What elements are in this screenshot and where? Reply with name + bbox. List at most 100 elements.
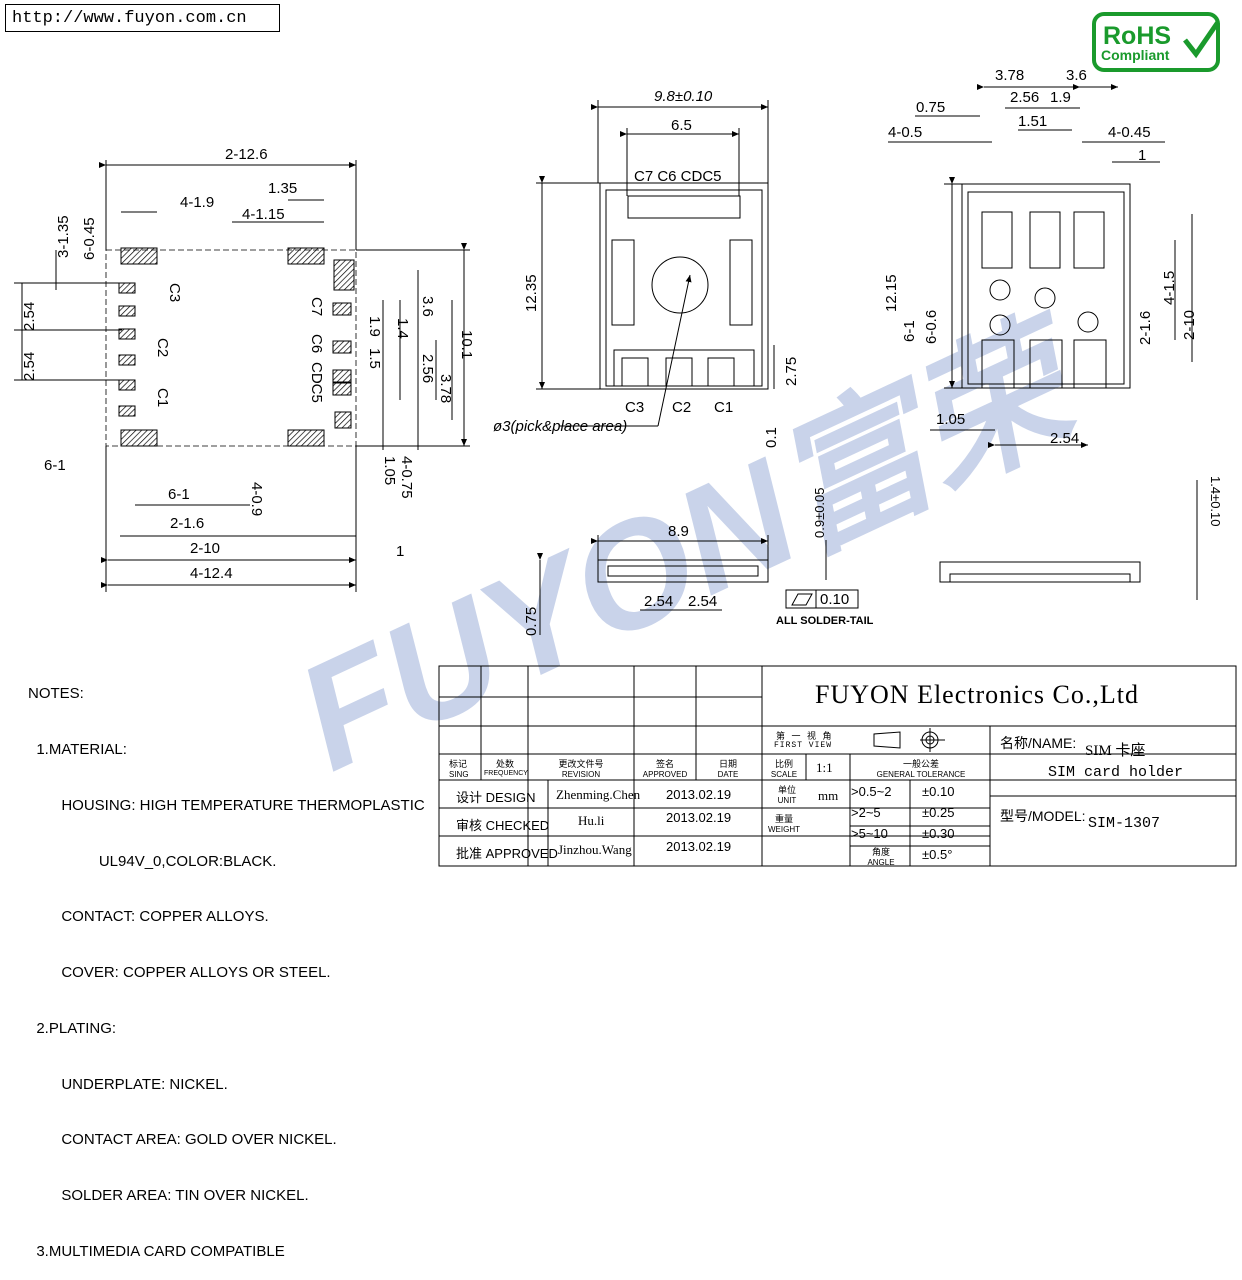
svg-text:1.05: 1.05 (936, 411, 965, 428)
svg-text:3.6: 3.6 (1066, 67, 1087, 84)
svg-text:2-1.6: 2-1.6 (170, 515, 204, 532)
svg-text:Compliant: Compliant (1101, 47, 1170, 63)
svg-text:4-1.9: 4-1.9 (180, 194, 214, 211)
note-line: 2.PLATING: (28, 1019, 117, 1037)
svg-text:4-0.9: 4-0.9 (248, 482, 265, 516)
note-line: UNDERPLATE: NICKEL. (28, 1075, 228, 1093)
note-line: CONTACT AREA: GOLD OVER NICKEL. (28, 1131, 337, 1149)
svg-text:1.4: 1.4 (394, 318, 411, 339)
svg-text:1.5: 1.5 (366, 348, 383, 369)
checked-name: Hu.li (578, 813, 605, 828)
svg-text:9.8±0.10: 9.8±0.10 (654, 88, 713, 105)
svg-text:4-0.75: 4-0.75 (398, 456, 415, 499)
svg-text:C1: C1 (154, 388, 171, 407)
svg-text:1.9: 1.9 (1050, 89, 1071, 106)
svg-text:3.78: 3.78 (437, 374, 454, 403)
svg-text:6-1: 6-1 (44, 457, 66, 474)
tol-range-1: >0.5~2 (851, 784, 892, 799)
footprint-view (14, 160, 470, 592)
svg-text:4-0.5: 4-0.5 (888, 124, 922, 141)
design-date: 2013.02.19 (666, 787, 732, 802)
svg-text:2.54: 2.54 (21, 302, 38, 331)
note-line: HOUSING: HIGH TEMPERATURE THERMOPLASTIC (28, 796, 425, 814)
svg-text:0.9±0.05: 0.9±0.05 (812, 487, 827, 538)
note-line: COVER: COPPER ALLOYS OR STEEL. (28, 964, 331, 982)
svg-text:2-1.6: 2-1.6 (1137, 311, 1154, 345)
svg-text:2.54: 2.54 (21, 352, 38, 381)
svg-text:2.56: 2.56 (419, 354, 436, 383)
svg-text:RoHS: RoHS (1103, 22, 1171, 50)
approved-name: Jinzhou.Wang (558, 842, 632, 857)
svg-text:6-0.6: 6-0.6 (923, 310, 940, 344)
top-view-labels: 9.8±0.10 6.5 C7 C6 CDC5 12.35 2.75 0.1 C… (493, 88, 874, 636)
drawing-canvas: FUYON富荣 RoHS Compliant (14, 12, 1237, 867)
bottom-view (888, 84, 1198, 600)
svg-text:2-10: 2-10 (1181, 310, 1198, 340)
tol-value-3: ±0.30 (922, 826, 955, 841)
svg-text:2.56: 2.56 (1010, 89, 1039, 106)
svg-text:4-1.15: 4-1.15 (242, 206, 285, 223)
svg-text:CDC5: CDC5 (308, 362, 325, 403)
name-en: SIM card holder (1048, 764, 1184, 781)
company-name: FUYON Electronics Co.,Ltd (815, 680, 1139, 709)
tol-range-3: >5~10 (851, 826, 888, 841)
tol-range-2: >2~5 (851, 805, 881, 820)
note-line: UL94V_0,COLOR:BLACK. (28, 852, 277, 870)
svg-text:0.10: 0.10 (820, 591, 849, 608)
svg-text:2.54: 2.54 (644, 593, 673, 610)
top-view (536, 100, 859, 635)
svg-text:6-0.45: 6-0.45 (81, 217, 98, 260)
svg-text:8.9: 8.9 (668, 523, 689, 540)
note-line: 3.MULTIMEDIA CARD COMPATIBLE (28, 1243, 285, 1260)
tol-value-1: ±0.10 (922, 784, 955, 799)
unit-value: mm (818, 788, 839, 803)
title-block-frame (438, 665, 1237, 867)
svg-text:3.6: 3.6 (419, 296, 436, 317)
notes-title: NOTES: (28, 685, 84, 703)
svg-text:6-1: 6-1 (901, 320, 918, 342)
svg-text:4-12.4: 4-12.4 (190, 565, 233, 582)
approved-label: 批准 APPROVED (456, 846, 558, 861)
svg-text:12.15: 12.15 (883, 274, 900, 312)
footprint-labels: 2-12.6 4-1.9 1.35 4-1.15 6-0.45 3-1.35 2… (21, 146, 475, 582)
svg-text:0.1: 0.1 (763, 427, 780, 448)
svg-text:3-1.35: 3-1.35 (55, 215, 72, 258)
svg-text:2.54: 2.54 (688, 593, 717, 610)
svg-text:C7: C7 (308, 297, 325, 316)
svg-text:C3: C3 (625, 399, 644, 416)
svg-text:4-1.5: 4-1.5 (1161, 271, 1178, 305)
rohs-logo: RoHS Compliant (1092, 12, 1221, 72)
svg-text:1.35: 1.35 (268, 180, 297, 197)
first-view-en: FIRST VIEW (774, 741, 833, 750)
website-url: http://www.fuyon.com.cn (5, 4, 280, 32)
svg-text:C1: C1 (714, 399, 733, 416)
svg-text:12.35: 12.35 (523, 274, 540, 312)
design-name: Zhenming.Chen (556, 787, 641, 802)
svg-text:2-12.6: 2-12.6 (225, 146, 268, 163)
svg-text:C3: C3 (166, 283, 183, 302)
note-line: 1.MATERIAL: (28, 740, 127, 758)
svg-text:1: 1 (396, 543, 404, 560)
name-cn: SIM 卡座 (1085, 743, 1146, 759)
scale-value: 1:1 (816, 760, 833, 775)
note-line: SOLDER AREA: TIN OVER NICKEL. (28, 1187, 309, 1205)
svg-text:3.78: 3.78 (995, 67, 1024, 84)
svg-text:1.4±0.10: 1.4±0.10 (1208, 476, 1223, 527)
svg-text:6.5: 6.5 (671, 117, 692, 134)
svg-text:ø3(pick&place area): ø3(pick&place area) (493, 418, 627, 435)
svg-text:0.75: 0.75 (523, 607, 540, 636)
approved-date: 2013.02.19 (666, 839, 732, 854)
svg-text:10.1: 10.1 (458, 330, 475, 359)
svg-text:1.05: 1.05 (381, 456, 398, 485)
svg-text:C2: C2 (154, 338, 171, 357)
tol-value-angle: ±0.5° (922, 847, 953, 862)
model-value: SIM-1307 (1088, 815, 1161, 832)
checked-date: 2013.02.19 (666, 810, 732, 825)
